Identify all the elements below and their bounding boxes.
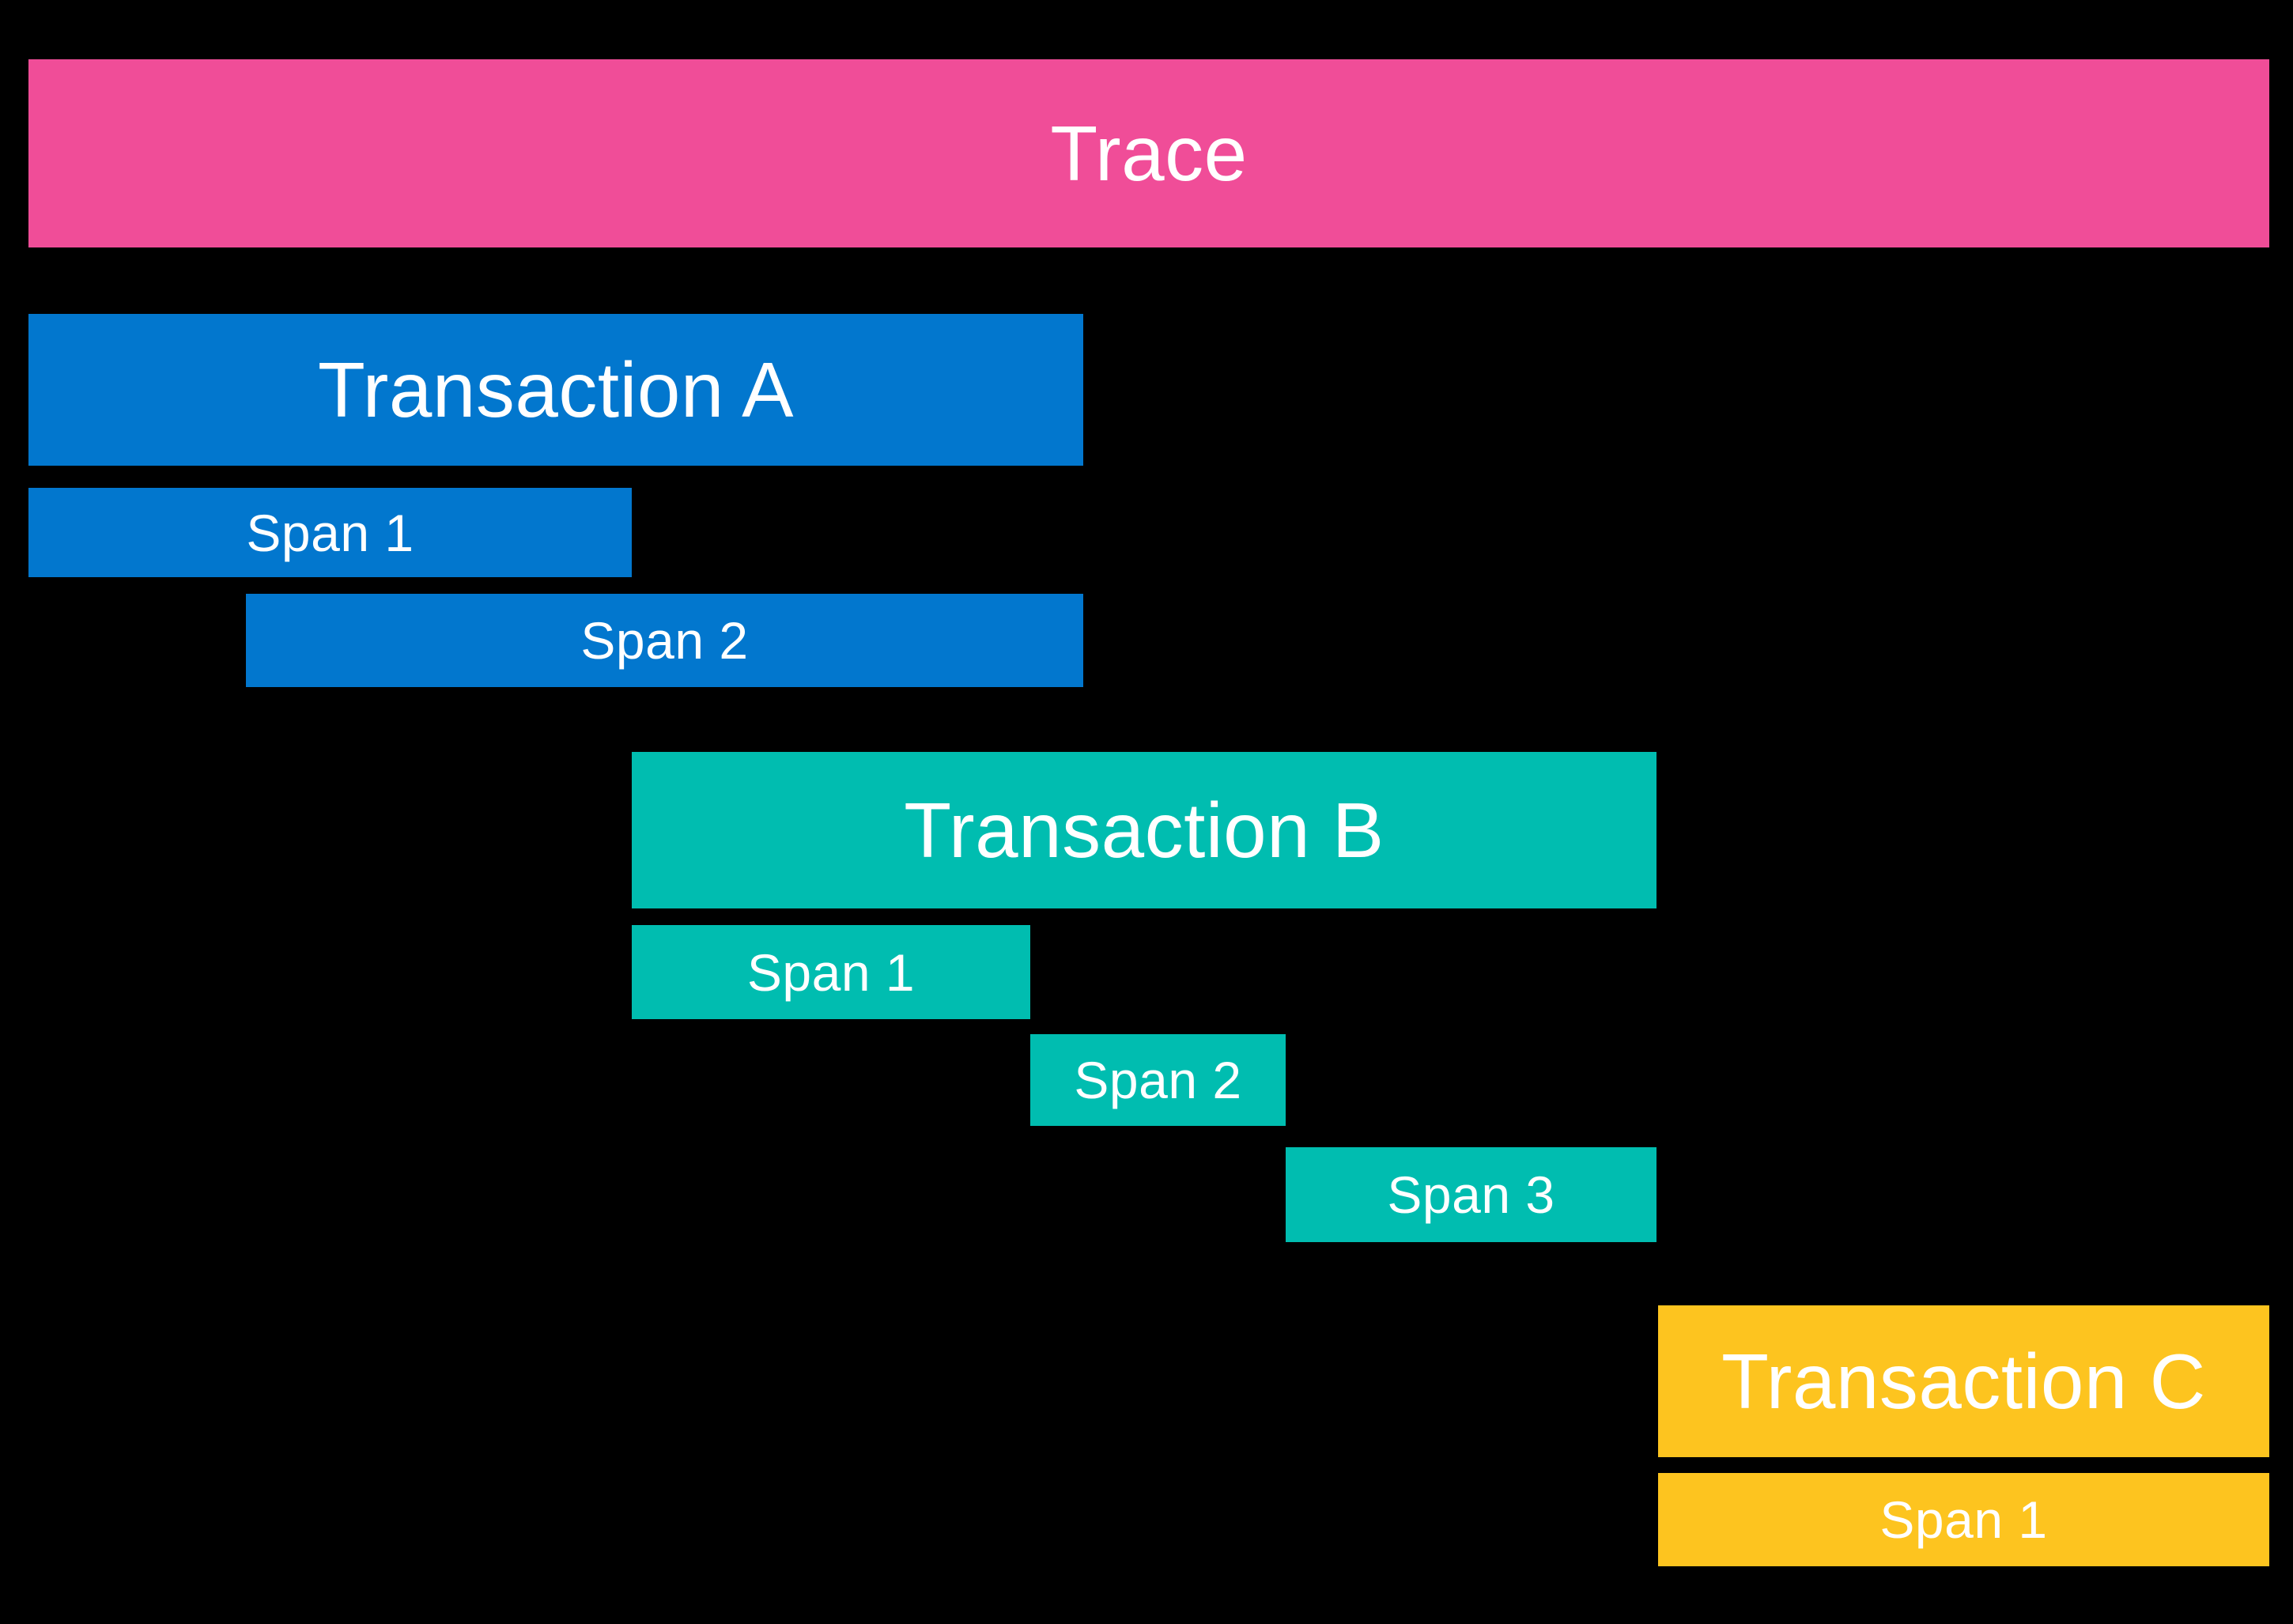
transaction-b-label: Transaction B	[904, 787, 1384, 874]
trace-label: Trace	[1050, 110, 1248, 197]
transaction-b-span-1-label: Span 1	[746, 942, 916, 1002]
transaction-b-bar: Transaction B	[632, 752, 1656, 908]
transaction-c-span-1-bar: Span 1	[1658, 1473, 2269, 1566]
transaction-a-span-1-bar: Span 1	[28, 488, 632, 577]
transaction-a-label: Transaction A	[317, 346, 795, 433]
transaction-a-bar: Transaction A	[28, 314, 1083, 466]
transaction-c-label: Transaction C	[1721, 1338, 2206, 1425]
transaction-b-span-3-bar: Span 3	[1286, 1147, 1656, 1242]
transaction-a-span-1-label: Span 1	[246, 503, 414, 562]
transaction-b-span-2-bar: Span 2	[1030, 1034, 1286, 1126]
transaction-a-span-2-label: Span 2	[580, 611, 749, 670]
transaction-b-span-1-bar: Span 1	[632, 925, 1030, 1019]
transaction-b-span-2-label: Span 2	[1074, 1051, 1242, 1109]
transaction-c-bar: Transaction C	[1658, 1305, 2269, 1457]
transaction-c-span-1-label: Span 1	[1879, 1490, 2048, 1549]
trace-bar: Trace	[28, 59, 2269, 247]
transaction-a-span-2-bar: Span 2	[246, 594, 1083, 687]
transaction-b-span-3-label: Span 3	[1387, 1165, 1555, 1224]
